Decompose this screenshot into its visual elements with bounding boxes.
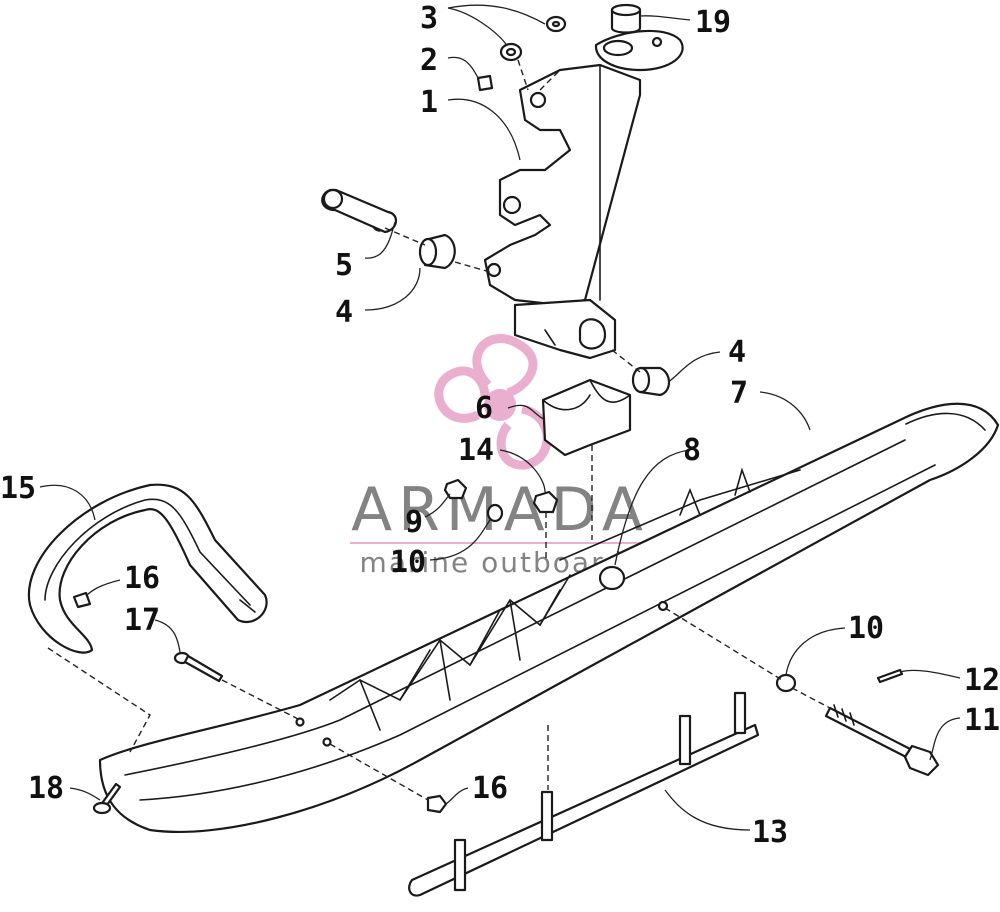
callout-labels: 3 2 1 19 5 4 4 7 6 8 14 9 10 10 12 11 13… bbox=[0, 1, 1000, 850]
leader-lines bbox=[39, 4, 961, 831]
bushing-upper bbox=[418, 233, 456, 270]
callout-7: 7 bbox=[730, 376, 748, 411]
hardware-top bbox=[476, 15, 567, 92]
callout-4-lower: 4 bbox=[728, 335, 746, 370]
hardware-middle bbox=[72, 478, 797, 814]
pivot-tube bbox=[321, 188, 397, 234]
callout-13: 13 bbox=[752, 815, 788, 850]
ski-body bbox=[98, 402, 1000, 834]
callout-3: 3 bbox=[420, 1, 438, 36]
top-cap bbox=[594, 3, 684, 72]
propeller-icon bbox=[434, 334, 552, 470]
callout-11: 11 bbox=[964, 703, 1000, 738]
wear-bar bbox=[408, 691, 760, 897]
callout-14: 14 bbox=[458, 433, 494, 468]
callout-10-left: 10 bbox=[390, 545, 426, 580]
spindle bbox=[483, 63, 642, 360]
callout-16-upper: 16 bbox=[124, 561, 160, 596]
screw-17 bbox=[173, 651, 224, 683]
ski-loop-handle bbox=[27, 483, 268, 654]
callout-18: 18 bbox=[28, 771, 64, 806]
callout-17: 17 bbox=[124, 603, 160, 638]
saddle-pad bbox=[541, 378, 632, 457]
callout-6: 6 bbox=[475, 391, 493, 426]
callout-10-right: 10 bbox=[848, 611, 884, 646]
bushing-lower bbox=[631, 366, 671, 397]
callout-4-upper: 4 bbox=[335, 295, 353, 330]
callout-1: 1 bbox=[420, 85, 438, 120]
callout-19: 19 bbox=[695, 5, 731, 40]
callout-8: 8 bbox=[683, 433, 701, 468]
callout-5: 5 bbox=[335, 248, 353, 283]
callout-15: 15 bbox=[0, 471, 36, 506]
callout-12: 12 bbox=[964, 663, 1000, 698]
callout-9: 9 bbox=[405, 505, 423, 540]
watermark: ARMADA marine outboards bbox=[350, 334, 650, 579]
mounting-bolt bbox=[824, 668, 940, 777]
callout-16-lower: 16 bbox=[472, 771, 508, 806]
screw-18 bbox=[92, 782, 122, 815]
callout-2: 2 bbox=[420, 43, 438, 78]
